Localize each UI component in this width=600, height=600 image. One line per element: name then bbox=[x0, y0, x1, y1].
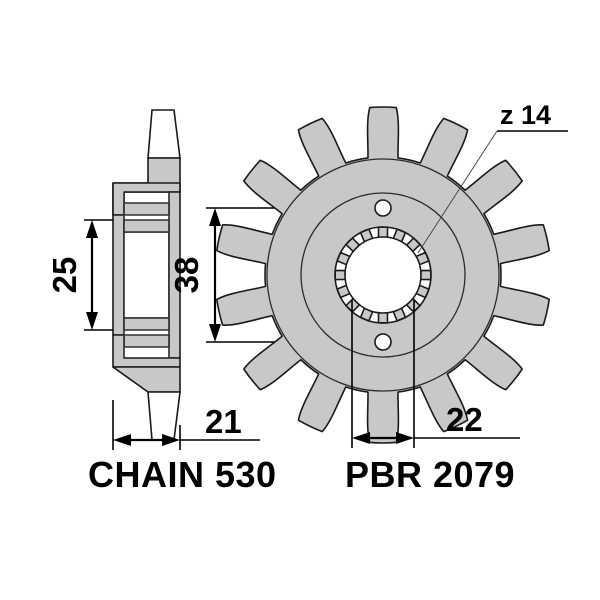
sprocket-face-view bbox=[215, 106, 551, 444]
side-band-lower-1 bbox=[123, 317, 170, 331]
arrow-38-top bbox=[209, 208, 221, 226]
side-lower-body bbox=[112, 366, 181, 393]
arrow-25-bottom bbox=[86, 312, 98, 330]
side-tooth-tip-top bbox=[147, 109, 181, 159]
dimension-label-25: 25 bbox=[46, 257, 83, 294]
chain-caption: CHAIN 530 bbox=[88, 454, 277, 495]
bolt-hole-bottom bbox=[374, 333, 392, 351]
side-band-upper-2 bbox=[123, 219, 170, 233]
side-cross-section-view bbox=[112, 109, 181, 441]
side-hub-barrel-left bbox=[112, 214, 125, 336]
dimension-label-22: 22 bbox=[446, 401, 483, 438]
spline-tooth bbox=[377, 226, 389, 239]
side-band-lower-2 bbox=[123, 334, 170, 348]
dimension-22-group: 22 bbox=[351, 300, 520, 448]
dimension-label-38: 38 bbox=[168, 257, 205, 294]
arrow-21-left bbox=[113, 434, 131, 446]
spline-bore-inner bbox=[344, 236, 422, 314]
dimension-label-21: 21 bbox=[205, 403, 242, 440]
dimension-25-group: 25 bbox=[46, 219, 113, 331]
arrow-22-left bbox=[352, 432, 370, 444]
bolt-circle-construction bbox=[266, 158, 500, 392]
spline-tooth bbox=[377, 311, 389, 324]
spline-tooth bbox=[419, 269, 432, 281]
side-section-lines bbox=[123, 192, 170, 358]
side-tooth-tip-bottom bbox=[147, 391, 181, 441]
hub-boss-circle bbox=[300, 192, 466, 358]
teeth-count-label: z 14 bbox=[500, 100, 551, 130]
side-hub-bore bbox=[123, 231, 170, 319]
side-band-upper-1 bbox=[123, 202, 170, 216]
arrow-22-right bbox=[396, 432, 414, 444]
part-number-caption: PBR 2079 bbox=[345, 454, 515, 495]
splined-bore-group bbox=[334, 226, 432, 324]
bolt-hole-top bbox=[374, 199, 392, 217]
dimension-21-group: 21 bbox=[112, 400, 260, 450]
leader-z14-group: z 14 bbox=[417, 100, 568, 254]
arrow-38-bottom bbox=[209, 324, 221, 342]
arrow-25-top bbox=[86, 220, 98, 238]
spline-tooth bbox=[334, 269, 347, 281]
arrow-21-right bbox=[162, 434, 180, 446]
